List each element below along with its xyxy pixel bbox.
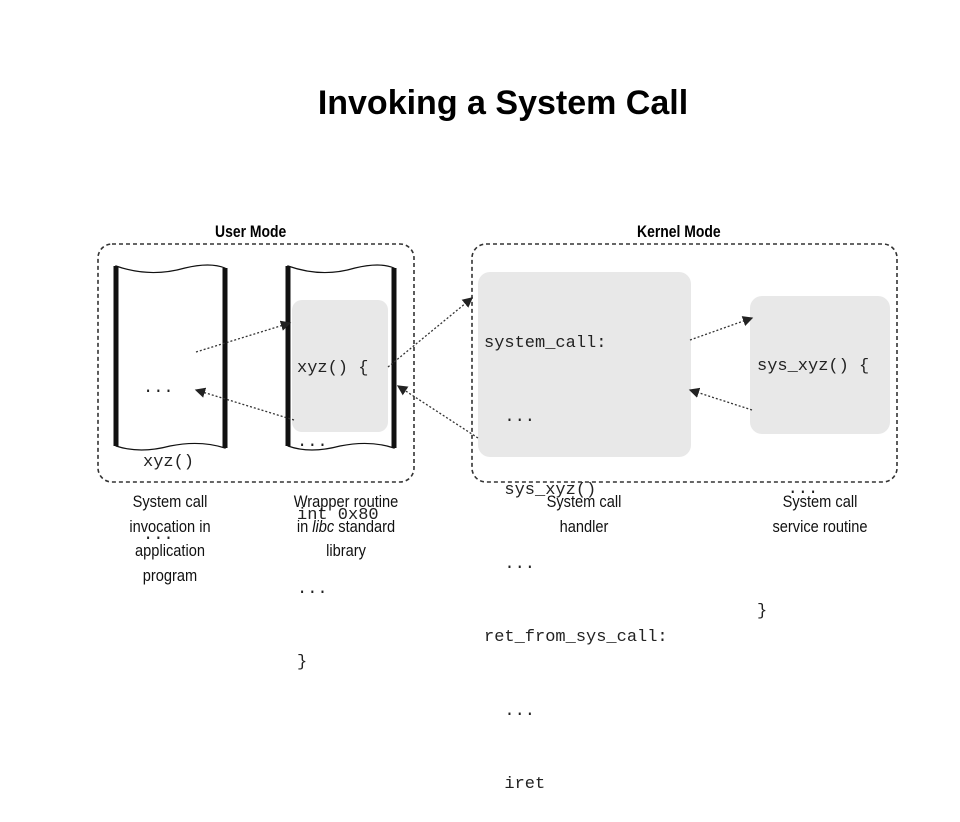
code-line: }: [757, 602, 768, 621]
arrow-call-to-wrapper: [195, 320, 292, 353]
kernel-mode-region: [471, 243, 898, 483]
caption-line: System call: [782, 492, 858, 511]
arrow-handler-to-service: [689, 316, 754, 341]
caption-line: Wrapper routine: [293, 492, 399, 511]
code-line: xyz(): [143, 452, 195, 472]
code-line: ...: [143, 379, 174, 398]
caption-line: program: [142, 565, 198, 585]
handler-code-bg: [478, 272, 691, 457]
handler-caption: System call handler: [524, 490, 644, 539]
code-line: ...: [143, 526, 174, 545]
arrow-service-to-handler: [688, 387, 753, 411]
libc-italic: libc: [312, 516, 335, 536]
arrow-int-to-handler: [387, 297, 474, 368]
code-line: ...: [484, 701, 536, 721]
code-line: ...: [757, 479, 819, 499]
caption-line: System call: [546, 492, 622, 511]
arrow-return-to-app: [194, 387, 295, 421]
application-code: ... xyz() ...: [143, 328, 194, 573]
caption-line: in libc standard: [296, 516, 396, 536]
code-line: int 0x80: [297, 506, 379, 525]
caption-line: library: [326, 541, 366, 560]
code-line: ...: [484, 407, 536, 427]
kernel-mode-label: Kernel Mode: [637, 222, 721, 241]
arrow-iret-to-wrapper: [396, 385, 479, 439]
user-mode-region: [97, 243, 415, 483]
code-line: iret: [484, 775, 546, 794]
service-code: sys_xyz() { ... }: [757, 306, 869, 649]
caption-line: System call: [132, 492, 208, 511]
code-line: }: [297, 653, 308, 672]
service-code-bg: [750, 296, 890, 434]
caption-line: handler: [559, 516, 609, 536]
application-caption: System call invocation in application pr…: [110, 490, 230, 588]
code-line: ret_from_sys_call:: [484, 628, 668, 647]
system-call-diagram: [97, 243, 898, 483]
caption-line: service routine: [772, 516, 868, 536]
wrapper-caption: Wrapper routine in libc standard library: [279, 490, 413, 564]
caption-line: application: [135, 541, 205, 560]
caption-line: invocation in: [129, 516, 211, 536]
user-mode-label: User Mode: [215, 222, 287, 241]
code-line: system_call:: [484, 334, 607, 353]
code-line: sys_xyz() {: [757, 357, 870, 376]
code-line: ...: [297, 579, 328, 599]
handler-code: system_call: ... sys_xyz() ... ret_from_…: [484, 283, 668, 822]
wrapper-code-bg: [292, 300, 388, 432]
code-line: sys_xyz(): [484, 481, 597, 500]
code-line: xyz() {: [297, 359, 369, 378]
code-line: ...: [297, 432, 328, 452]
slide-title: Invoking a System Call: [317, 84, 689, 122]
code-line: ...: [484, 554, 536, 574]
service-caption: System call service routine: [751, 490, 889, 539]
wrapper-code: xyz() { ... int 0x80 ... }: [297, 308, 379, 700]
